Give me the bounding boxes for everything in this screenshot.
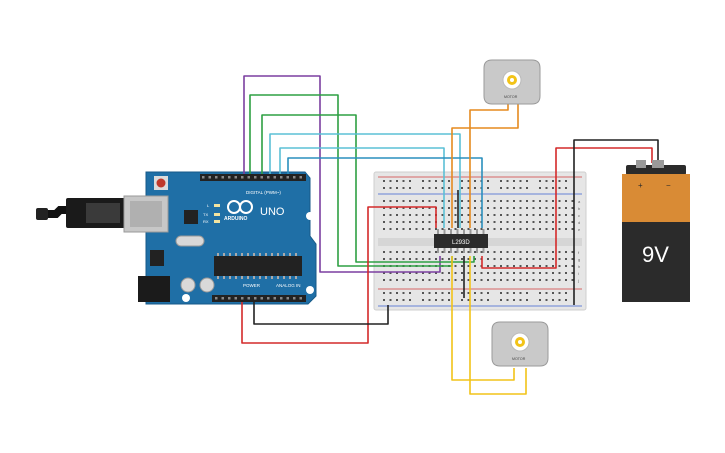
wire-red-vin <box>241 206 437 344</box>
breadboard-holes <box>383 180 574 301</box>
wire-orange-1 <box>469 104 509 228</box>
row-letter: j <box>577 278 579 283</box>
wire-yellow-2 <box>469 256 527 395</box>
dc-power-jack <box>138 276 170 302</box>
row-letter: g <box>578 257 580 262</box>
analog-label: ANALOG IN <box>276 283 301 288</box>
row-letter: h <box>578 264 580 269</box>
wire-cyan-2 <box>279 147 445 228</box>
wire-black-battery <box>573 139 659 305</box>
wire-orange-2 <box>451 104 519 228</box>
l293d-chip[interactable]: L293D <box>434 229 488 253</box>
motor-top[interactable]: MOTOR <box>483 59 541 105</box>
led-tx-label: TX <box>203 212 208 217</box>
digital-header[interactable] <box>200 174 306 181</box>
motor-bottom[interactable]: MOTOR <box>491 321 549 367</box>
wires <box>241 75 659 395</box>
battery-9v[interactable]: + − 9V <box>622 160 690 302</box>
led-l-label: L <box>207 203 210 208</box>
arduino-model: UNO <box>260 206 285 218</box>
arduino-logo-icon <box>227 200 253 214</box>
row-letter: i <box>578 271 579 276</box>
power-label: POWER <box>243 283 261 288</box>
battery-minus-terminal: − <box>666 181 671 190</box>
arduino-uno-board[interactable]: L TX RX ARDUINO UNO DIGITAL (PWM~) POWER… <box>36 171 317 305</box>
row-letter: f <box>578 250 580 255</box>
row-letter: c <box>578 213 580 218</box>
usb-plug-end <box>36 208 48 220</box>
power-analog-header[interactable] <box>212 295 306 302</box>
wire-yellow-1 <box>451 256 515 381</box>
wire-purple <box>243 75 441 273</box>
motor-bottom-label: MOTOR <box>512 357 526 361</box>
wire-green-2 <box>261 114 475 263</box>
atmega-chip <box>214 256 302 276</box>
row-letter: d <box>578 220 580 225</box>
chip-label: L293D <box>452 240 470 246</box>
digital-header-label: DIGITAL (PWM~) <box>246 190 281 195</box>
row-letter: e <box>578 227 581 232</box>
arduino-brand: ARDUINO <box>224 216 247 222</box>
row-letter: a <box>578 199 581 204</box>
motor-top-label: MOTOR <box>504 95 518 99</box>
battery-label: 9V <box>642 242 669 267</box>
led-rx-label: RX <box>203 219 209 224</box>
wire-cyan-1 <box>269 133 461 228</box>
wire-red-battery <box>481 147 653 269</box>
row-letter: b <box>578 206 581 211</box>
battery-plus-terminal: + <box>638 181 643 190</box>
wire-blue <box>287 157 483 228</box>
wire-black-gnd <box>253 302 389 325</box>
